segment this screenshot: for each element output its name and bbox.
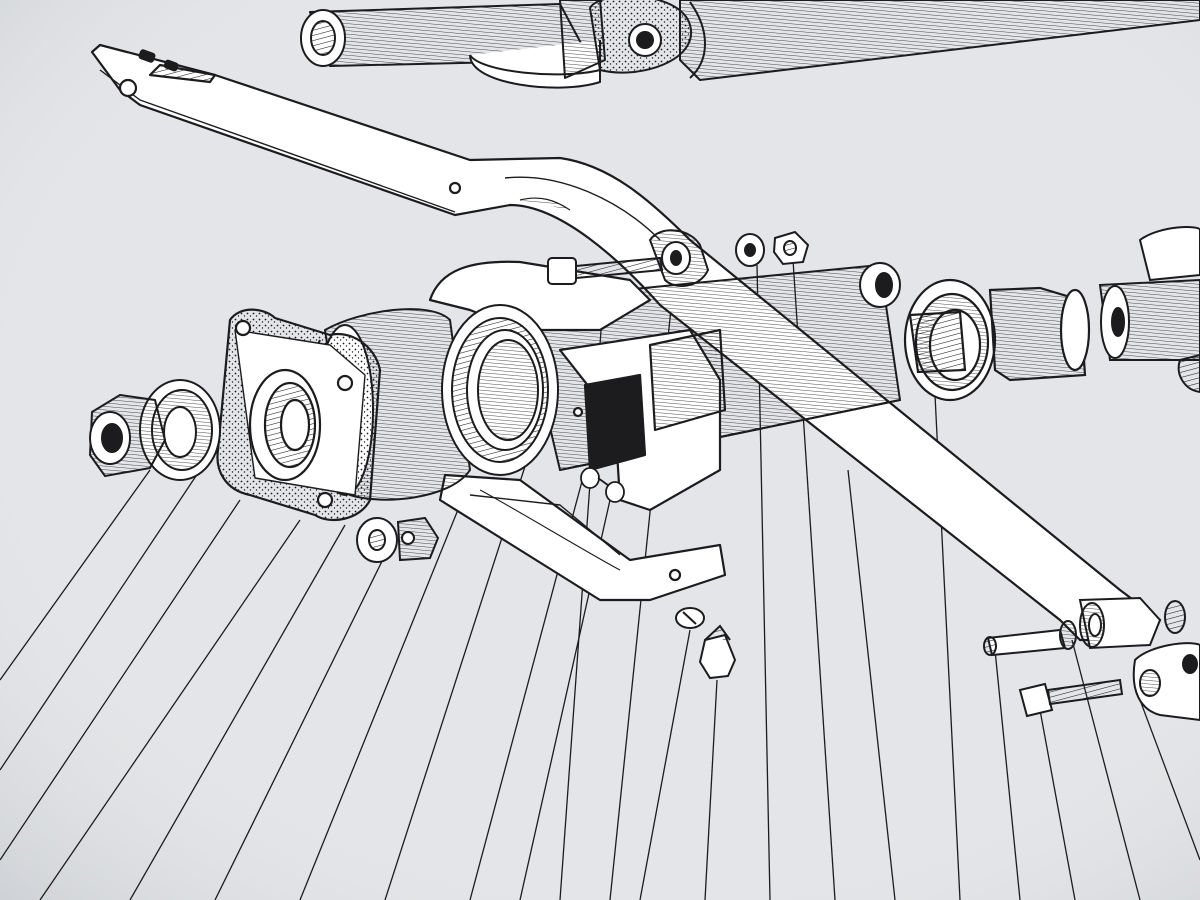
link-bracket: [1132, 642, 1200, 722]
thrust-washer: [139, 379, 221, 481]
leader-line: [39, 519, 301, 900]
leader-line: [704, 679, 718, 900]
swing-arm: [90, 43, 1162, 642]
flange-plate: [216, 308, 382, 522]
leader-line: [1139, 699, 1200, 861]
leader-line: [1071, 639, 1141, 900]
seal-ring: [441, 304, 559, 476]
leader-line: [639, 629, 691, 900]
gearbox-cradle: [428, 260, 727, 602]
leader-line: [129, 524, 346, 900]
hex-nut: [89, 394, 166, 477]
leader-line: [214, 544, 391, 900]
pivot-pin: [983, 596, 1186, 657]
hex-nut-pair: [356, 516, 440, 563]
leader-line: [0, 499, 241, 861]
leader-line: [994, 649, 1021, 900]
drive-shaft-tube: [300, 0, 1200, 89]
hex-bolt-long: [1018, 678, 1124, 718]
stud-bolt: [580, 467, 625, 503]
leader-line: [1039, 709, 1076, 900]
small-fasteners: [735, 230, 810, 267]
leader-line: [847, 469, 896, 900]
shaft-tube-right: [1098, 226, 1200, 394]
leader-line: [299, 479, 471, 900]
split-washer-and-bolt: [675, 607, 737, 680]
splined-hub: [903, 278, 1091, 402]
leader-line: [0, 469, 201, 771]
pivot-eye-washer: [648, 229, 710, 287]
leader-line: [0, 469, 151, 681]
